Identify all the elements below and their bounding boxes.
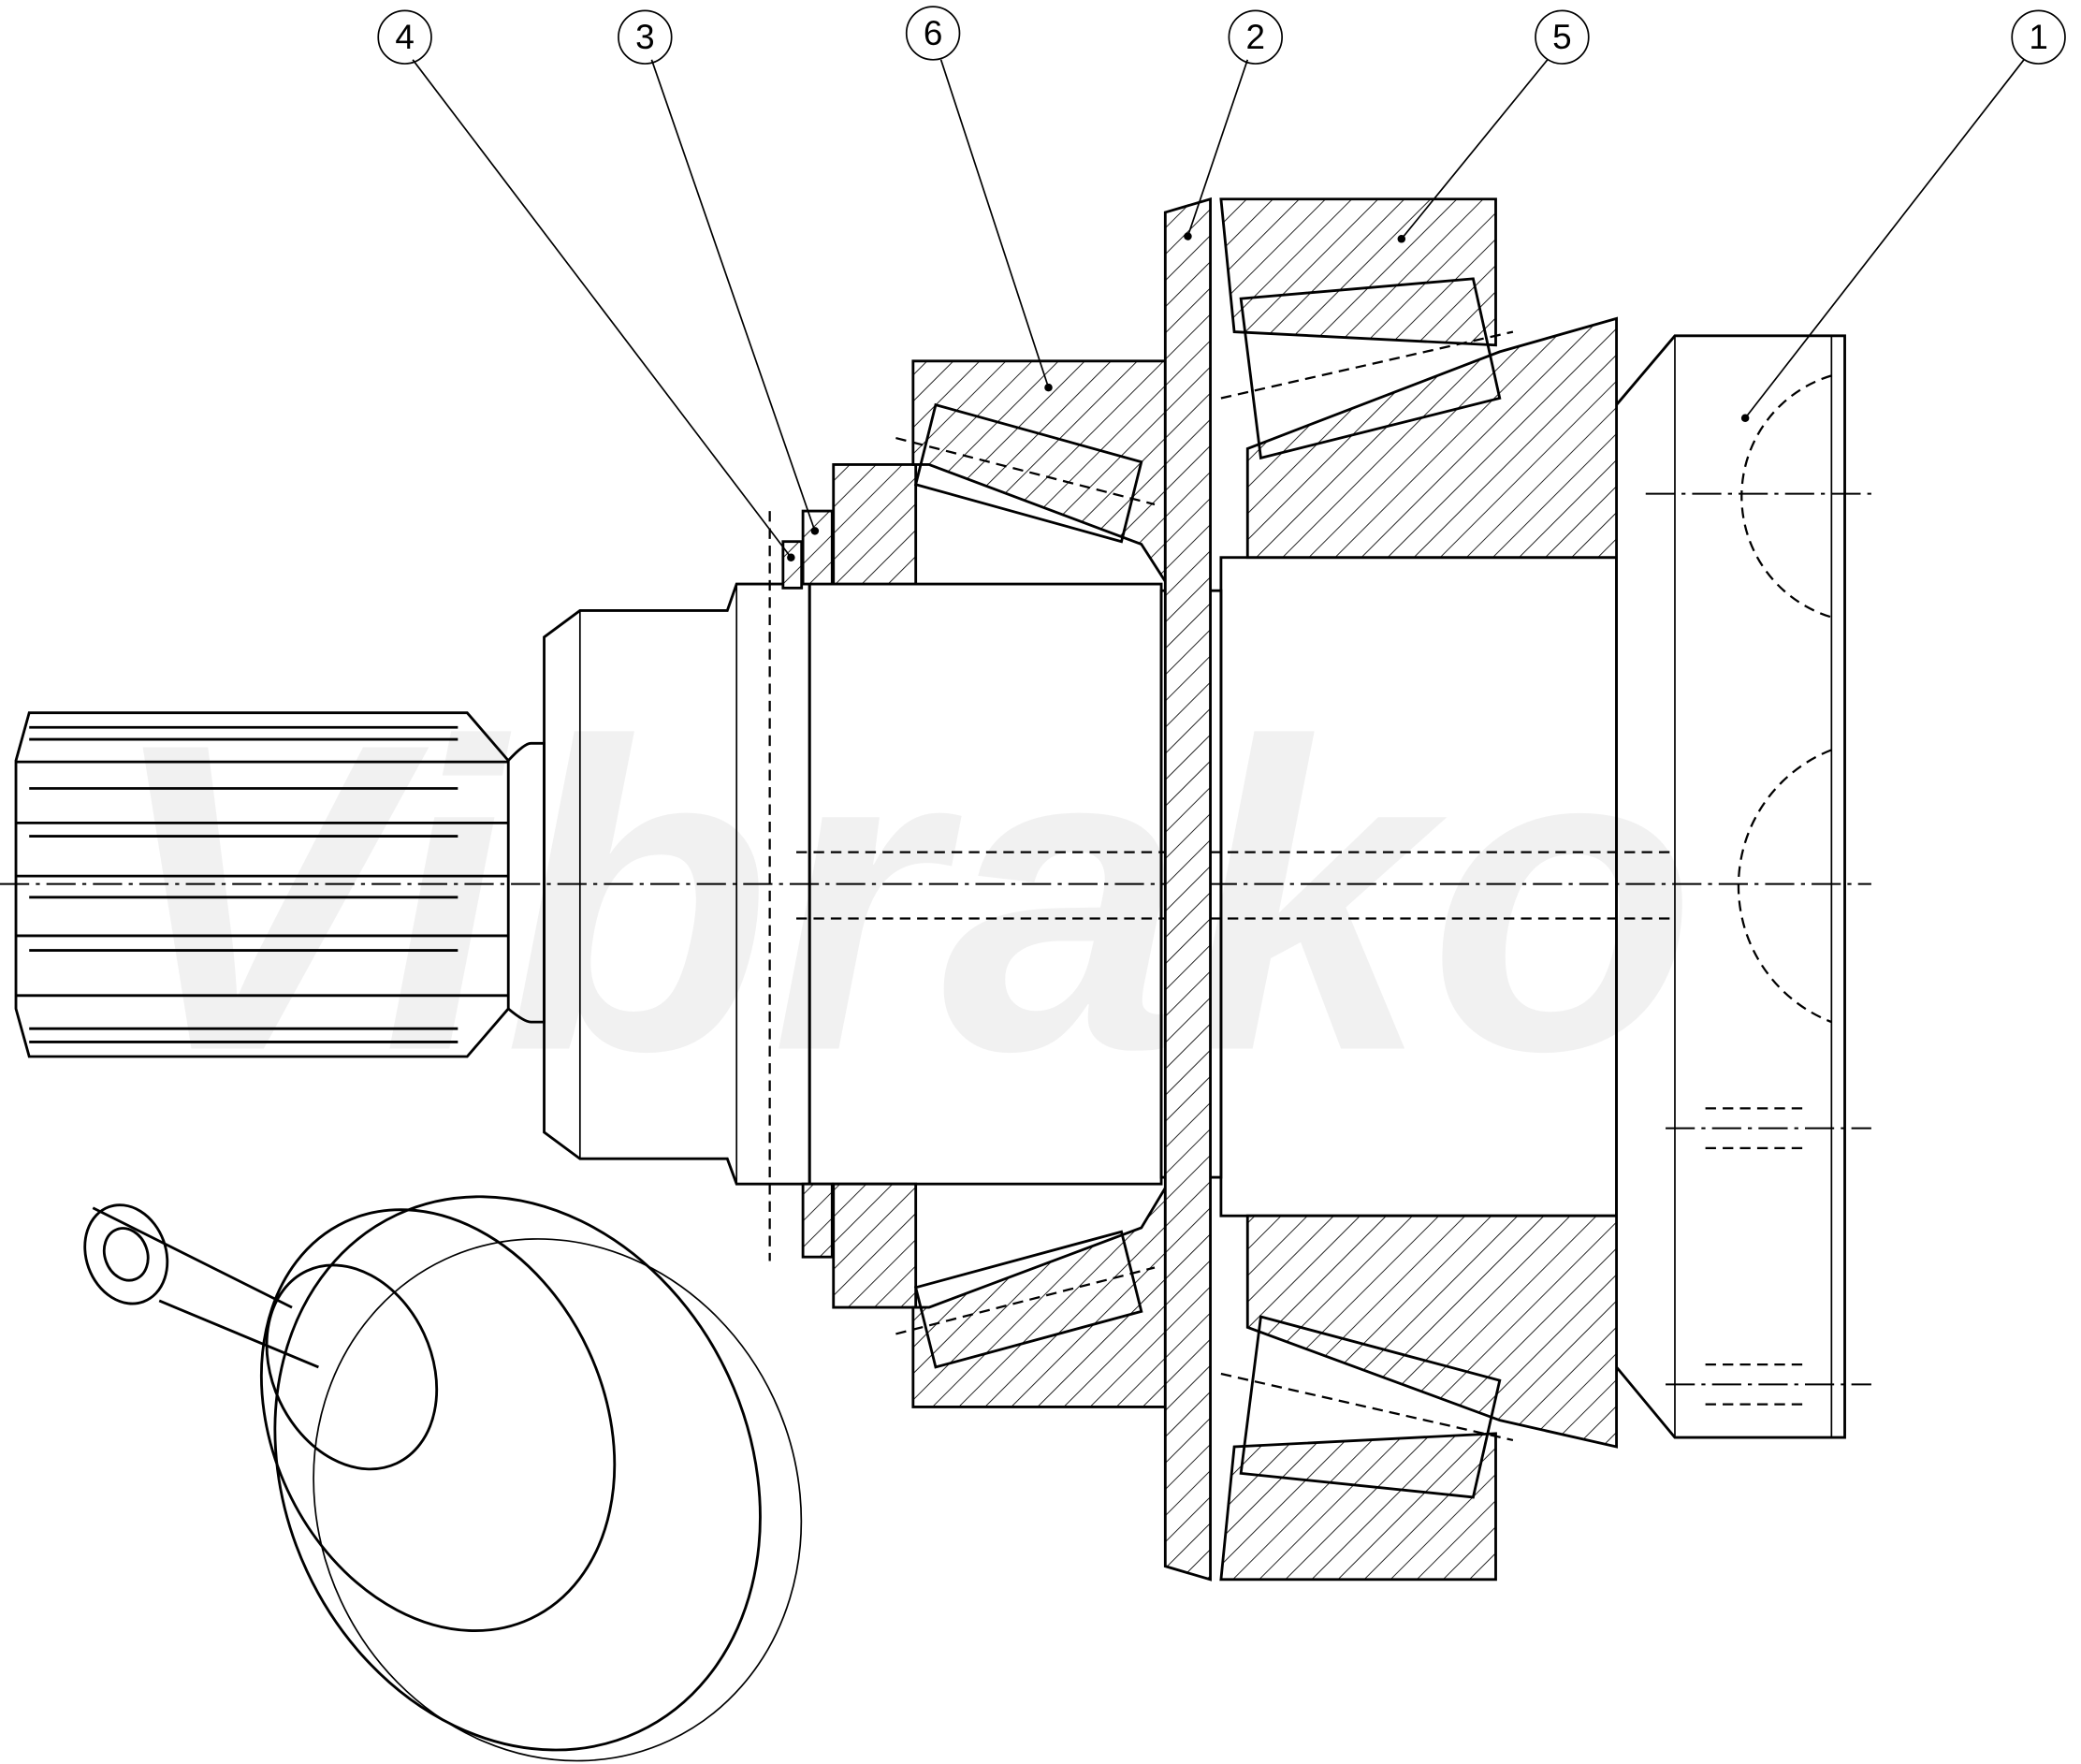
balloon-4: 4 — [377, 9, 432, 65]
svg-text:4: 4 — [395, 18, 415, 56]
bearing-cups — [781, 197, 1618, 1582]
svg-text:5: 5 — [1552, 18, 1572, 56]
balloon-6: 6 — [905, 6, 961, 61]
leader-lines — [412, 59, 2025, 561]
svg-text:1: 1 — [2029, 18, 2048, 56]
balloon-5: 5 — [1535, 9, 1590, 65]
balloon-1: 1 — [2011, 9, 2066, 65]
svg-text:2: 2 — [1246, 18, 1266, 56]
isometric-view — [83, 1195, 803, 1762]
balloon-2: 2 — [1228, 9, 1283, 65]
svg-text:6: 6 — [924, 14, 942, 52]
svg-text:3: 3 — [635, 18, 655, 56]
tapered-rollers — [895, 277, 1514, 1499]
balloon-3: 3 — [618, 9, 673, 65]
